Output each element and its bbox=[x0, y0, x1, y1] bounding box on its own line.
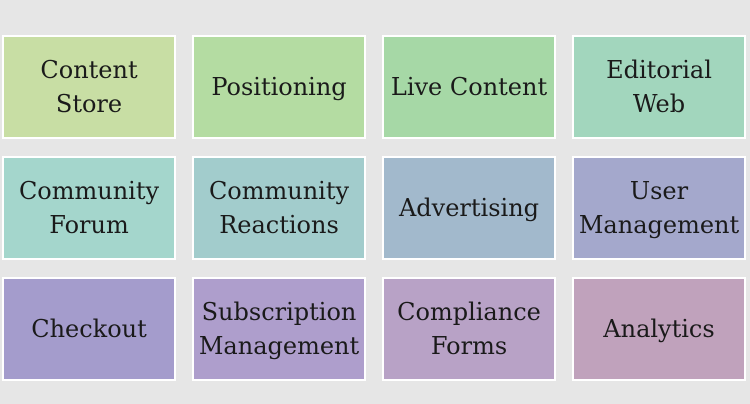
tile-user-management: User Management bbox=[572, 156, 746, 260]
tile-checkout: Checkout bbox=[2, 277, 176, 381]
tile-subscription-management: Subscription Management bbox=[192, 277, 366, 381]
tile-analytics: Analytics bbox=[572, 277, 746, 381]
tile-compliance-forms: Compliance Forms bbox=[382, 277, 556, 381]
tile-content-store: Content Store bbox=[2, 35, 176, 139]
module-grid: Content Store Positioning Live Content E… bbox=[2, 35, 746, 381]
tile-advertising: Advertising bbox=[382, 156, 556, 260]
tile-community-reactions: Community Reactions bbox=[192, 156, 366, 260]
tile-live-content: Live Content bbox=[382, 35, 556, 139]
tile-positioning: Positioning bbox=[192, 35, 366, 139]
tile-editorial-web: Editorial Web bbox=[572, 35, 746, 139]
tile-community-forum: Community Forum bbox=[2, 156, 176, 260]
